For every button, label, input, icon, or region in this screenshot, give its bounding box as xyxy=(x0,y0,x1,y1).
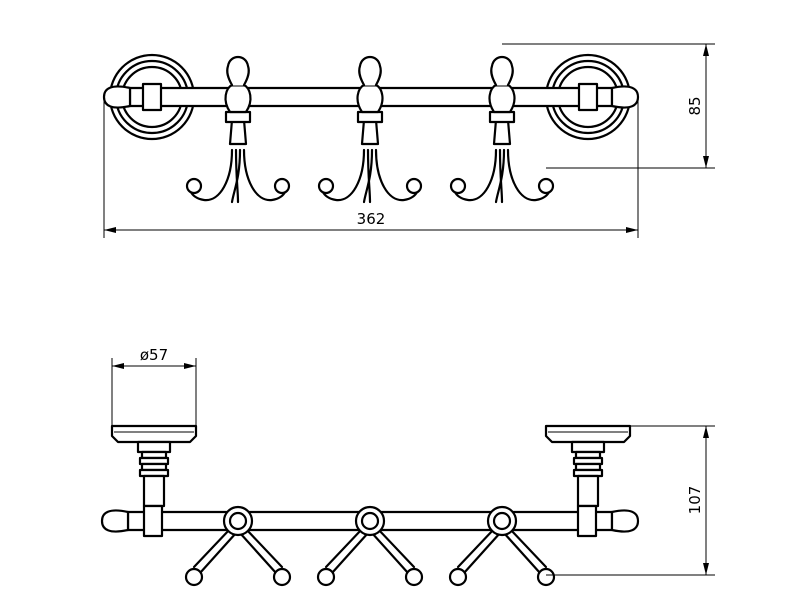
top-view: ø57 107 xyxy=(100,346,715,587)
right-flange xyxy=(544,424,632,508)
height-top-label: 85 xyxy=(686,96,704,115)
hook-1 xyxy=(185,55,291,204)
hook-3 xyxy=(449,55,555,204)
width-label: 362 xyxy=(357,210,386,228)
depth-label: 107 xyxy=(686,486,704,515)
hook-2 xyxy=(317,55,423,204)
front-view: 362 85 xyxy=(102,43,715,238)
depth-dimension: 107 xyxy=(546,425,715,576)
left-flange xyxy=(110,424,198,508)
width-dimension: 362 xyxy=(103,100,639,238)
diameter-dimension: ø57 xyxy=(111,346,197,426)
height-dimension-top: 85 xyxy=(502,43,715,169)
diameter-label: ø57 xyxy=(140,346,168,364)
